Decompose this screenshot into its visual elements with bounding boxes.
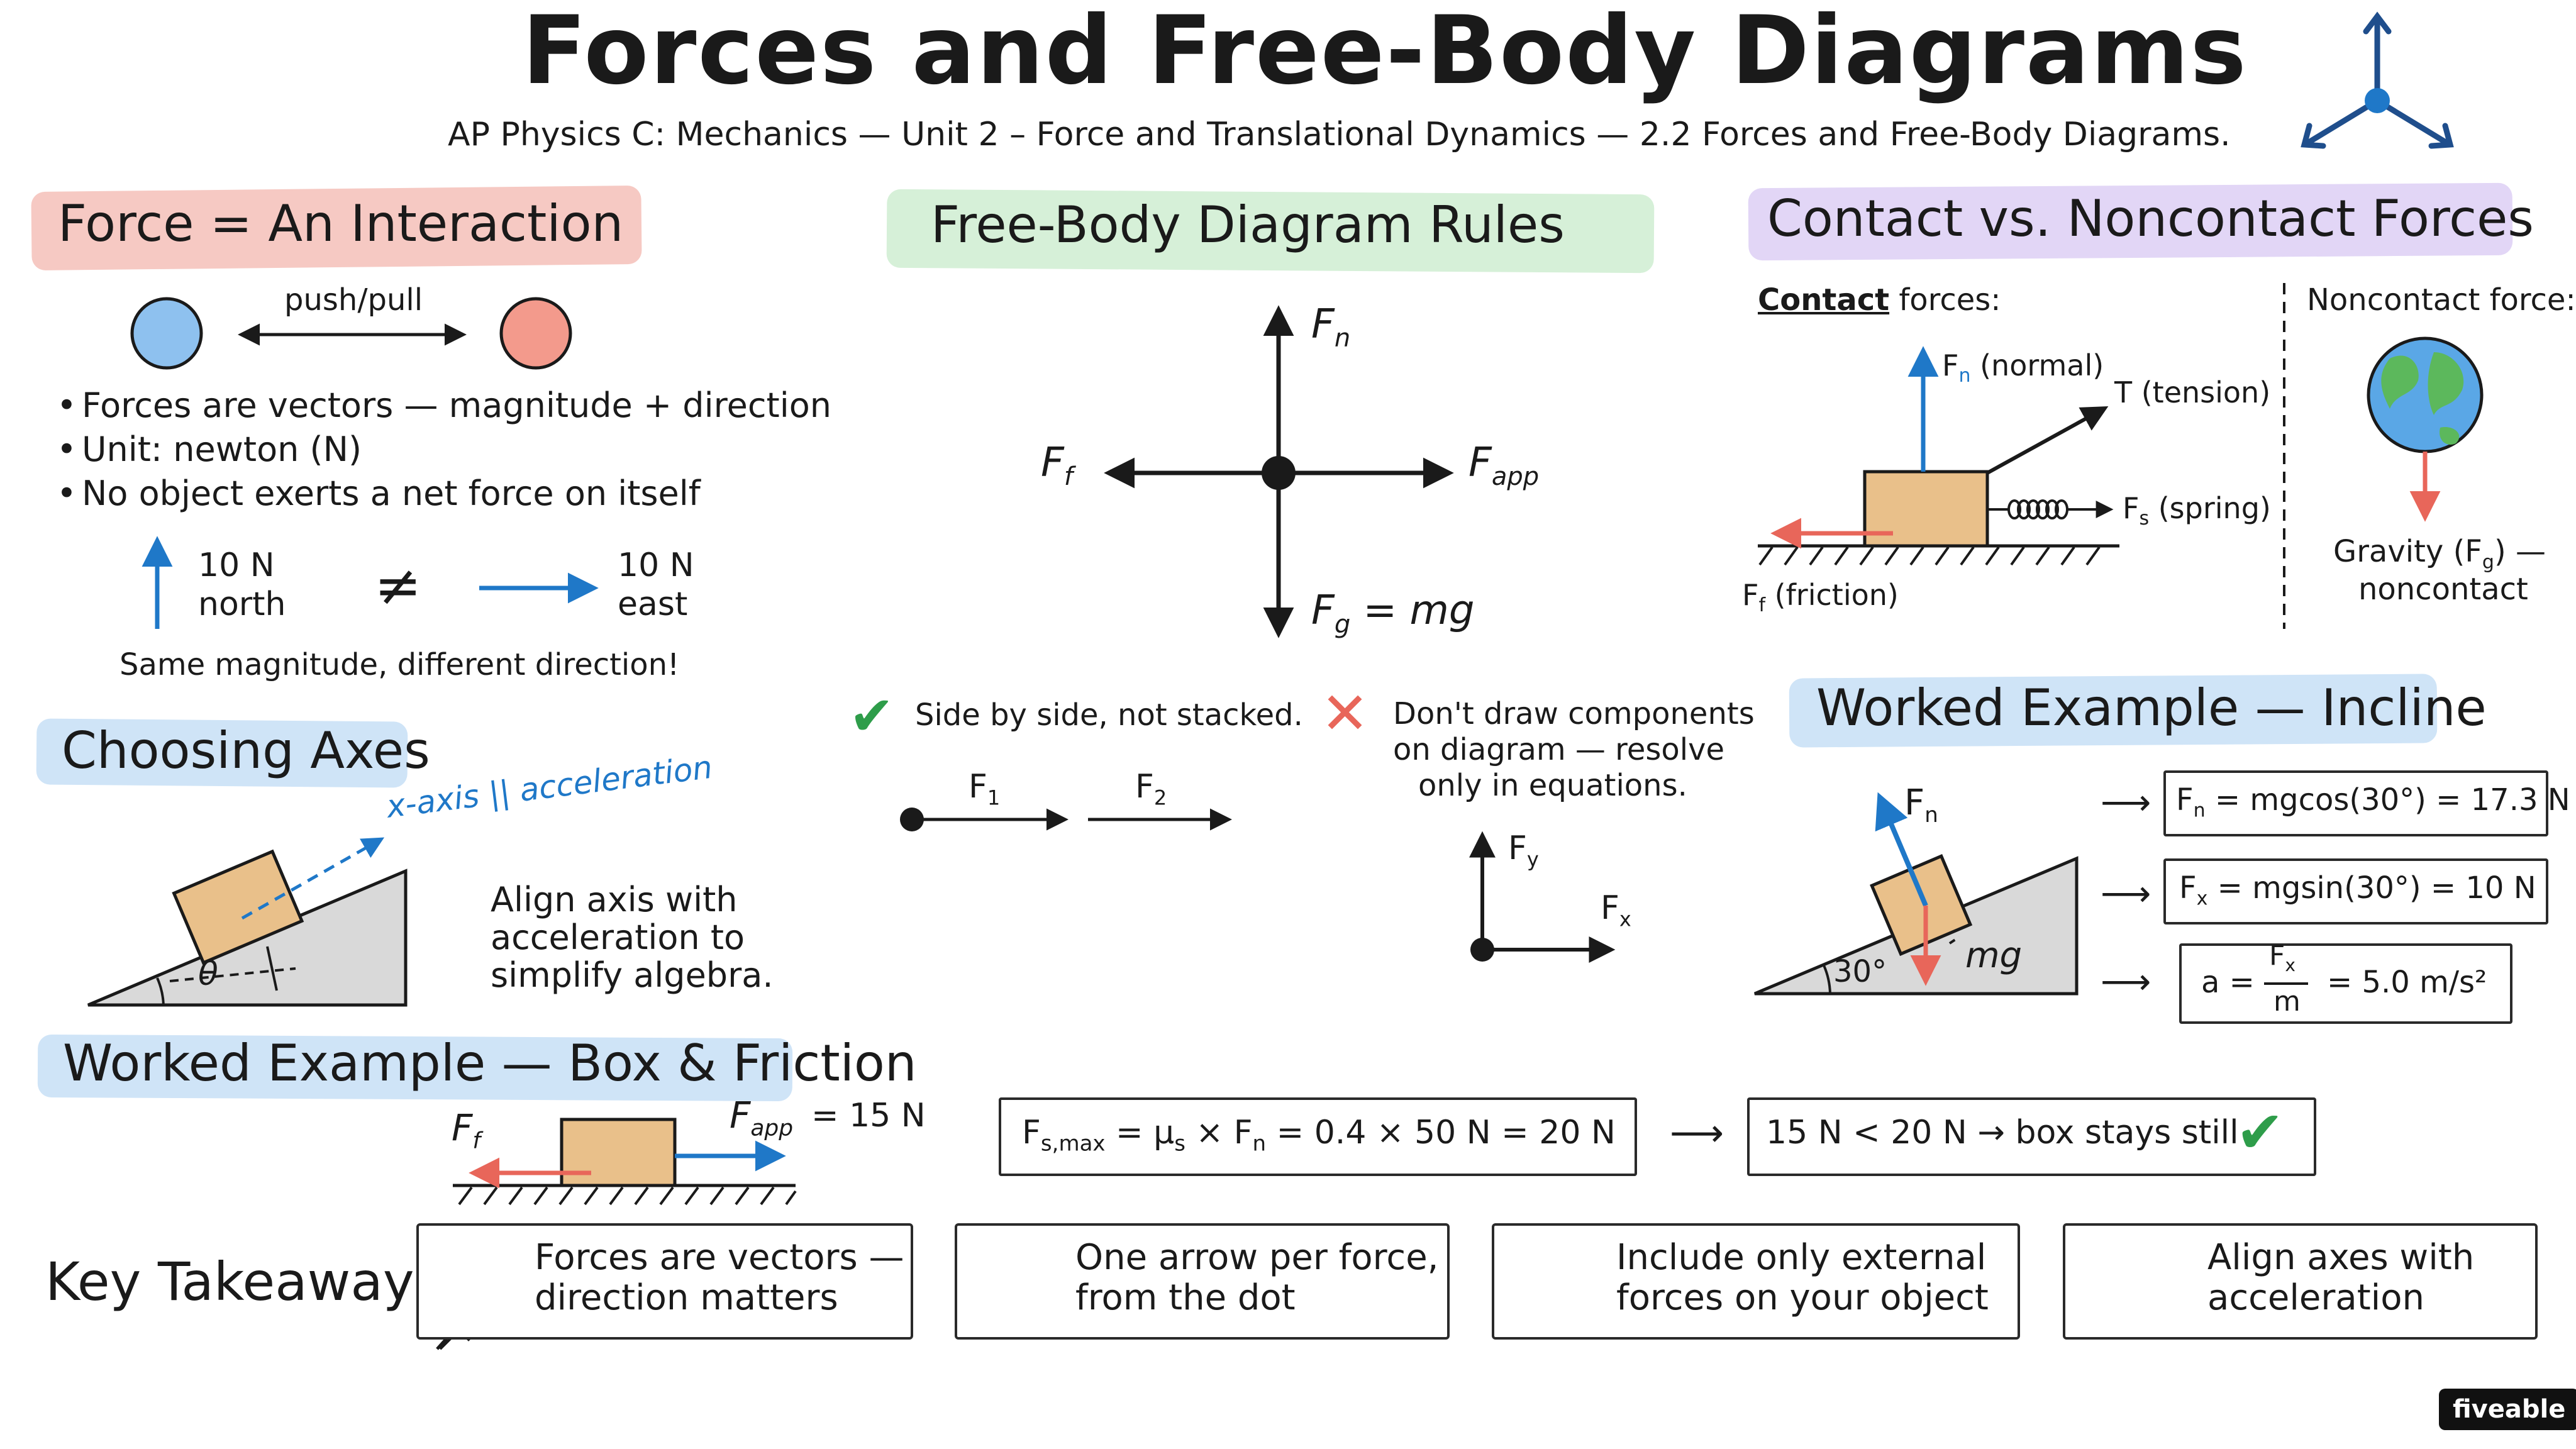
incline-eq1-box (2163, 770, 2548, 836)
page-subtitle: AP Physics C: Mechanics — Unit 2 – Force… (448, 116, 2231, 153)
incline-arrow-1: ⟶ (2101, 782, 2151, 823)
incline-angle-label: 30° (1833, 954, 1887, 989)
north-direction: north (198, 586, 286, 623)
gravity-label-line2: noncontact (2358, 572, 2528, 607)
conclusion-text: 15 N < 20 N → box stays still (1766, 1114, 2239, 1152)
section-heading-contact: Contact vs. Noncontact Forces (1767, 189, 2534, 248)
incline-normal-label: Fn (1904, 782, 1938, 828)
east-direction: east (618, 586, 688, 623)
fbd-friction-label: Ff (1041, 440, 1073, 491)
incline-eq3-rhs: = 5.0 m/s² (2327, 965, 2487, 1000)
same-magnitude-caption: Same magnitude, different direction! (119, 647, 680, 682)
fbd-cross-diagram (1104, 305, 1454, 638)
north-magnitude: 10 N (198, 547, 275, 584)
brand-logo: fiveable (2439, 1389, 2576, 1430)
contact-friction-label: Ff (friction) (1742, 578, 1899, 617)
incline-eq2-box (2163, 858, 2548, 924)
incline-eq3-box (2179, 943, 2512, 1024)
fbd-gravity-label: Fg = mg (1311, 587, 1475, 639)
not-equal-sign: ≠ (374, 553, 422, 619)
axes-note-line3: simplify algebra. (491, 955, 774, 995)
box-friction-diagram (453, 1118, 797, 1206)
gravity-label-line1: Gravity (Fg) — (2333, 534, 2546, 574)
tension-arrow (1986, 406, 2109, 475)
static-friction-equation: Fs,max = μs × Fn = 0.4 × 50 N = 20 N (1022, 1114, 1616, 1157)
bullet-net-force: No object exerts a net force on itself (50, 472, 831, 516)
conclusion-check-icon: ✔ (2236, 1099, 2285, 1166)
page-title: Forces and Free-Body Diagrams (522, 0, 2248, 106)
friction-label: Ff (452, 1106, 481, 1154)
key-takeaways-heading: Key Takeaways (45, 1251, 442, 1313)
section-heading-fbd-rules: Free-Body Diagram Rules (931, 196, 1565, 254)
takeaway-card-1 (416, 1223, 913, 1340)
incline-eq2: Fx = mgsin(30°) = 10 N (2179, 870, 2536, 910)
theta-label: θ (198, 955, 218, 993)
bad-rule-line2: on diagram — resolve (1393, 732, 1725, 767)
contact-forces-label: Contact forces: (1758, 282, 2001, 318)
takeaway-1-text: Forces are vectors —direction matters (535, 1237, 904, 1319)
conclusion-box (1747, 1097, 2316, 1176)
noncontact-force-label: Noncontact force: (2307, 282, 2576, 318)
incline-eq3-numerator: Fx (2269, 940, 2296, 975)
axes-note-line2: acceleration to (491, 918, 745, 957)
takeaway-card-4 (2063, 1223, 2538, 1340)
spring-icon (1987, 499, 2114, 519)
incline-arrow-2: ⟶ (2101, 874, 2151, 914)
good-rule-text: Side by side, not stacked. (915, 697, 1303, 733)
components-example (1469, 831, 1616, 963)
bullet-unit: Unit: newton (N) (50, 428, 831, 472)
vector-f1-label: F1 (969, 768, 1001, 810)
incline-arrow-3: ⟶ (2101, 962, 2151, 1002)
equation-arrow: ⟶ (1670, 1111, 1724, 1155)
static-friction-equation-box (999, 1097, 1637, 1176)
takeaway-card-2 (955, 1223, 1450, 1340)
section-heading-incline: Worked Example — Incline (1816, 679, 2487, 737)
contact-spring-label: Fs (spring) (2123, 491, 2271, 530)
fraction-bar (2264, 982, 2308, 985)
section-heading-interaction: Force = An Interaction (58, 194, 624, 253)
component-fy-label: Fy (1508, 830, 1539, 872)
section-heading-box-friction: Worked Example — Box & Friction (63, 1034, 917, 1092)
incline-example-diagram (1754, 792, 2079, 996)
contact-normal-label: Fn (normal) (1942, 348, 2104, 387)
object-a-circle (130, 297, 203, 370)
earth-icon (2367, 336, 2484, 453)
contact-tension-label: T (tension) (2114, 375, 2271, 409)
takeaway-2-text: One arrow per force,from the dot (1075, 1237, 1439, 1319)
applied-force-label: Fapp (730, 1094, 794, 1141)
incline-normal-arrow (1875, 792, 1928, 907)
bad-rule-line3: only in equations. (1418, 768, 1687, 803)
good-rule-check-icon: ✔ (849, 685, 895, 748)
bullet-vectors: Forces are vectors — magnitude + directi… (50, 384, 831, 428)
side-by-side-example (900, 808, 1232, 831)
interaction-bullets: Forces are vectors — magnitude + directi… (50, 384, 831, 516)
fbd-applied-label: Fapp (1468, 440, 1540, 491)
axes-incline-diagram (87, 837, 408, 1007)
push-pull-label: push/pull (284, 282, 423, 318)
contact-forces-diagram (1758, 283, 2484, 629)
east-magnitude: 10 N (618, 547, 694, 584)
object-b-circle (499, 297, 572, 370)
incline-eq1: Fn = mgcos(30°) = 17.3 N (2176, 782, 2570, 822)
applied-force-value: = 15 N (811, 1097, 926, 1135)
takeaway-card-3 (1492, 1223, 2020, 1340)
incline-weight-label: mg (1965, 935, 2023, 976)
section-heading-axes: Choosing Axes (62, 721, 430, 780)
component-fx-label: Fx (1601, 889, 1631, 931)
bad-rule-line1: Don't draw components (1393, 696, 1755, 731)
bad-rule-x-icon: ✕ (1321, 680, 1370, 747)
incline-eq3-lhs: a = (2201, 965, 2255, 1000)
axes-note-line1: Align axis with (491, 880, 738, 919)
fbd-normal-label: Fn (1311, 301, 1351, 353)
incline-eq3-denominator: m (2273, 985, 2301, 1018)
vector-f2-label: F2 (1135, 768, 1167, 810)
axes-logo-icon (2301, 11, 2454, 149)
